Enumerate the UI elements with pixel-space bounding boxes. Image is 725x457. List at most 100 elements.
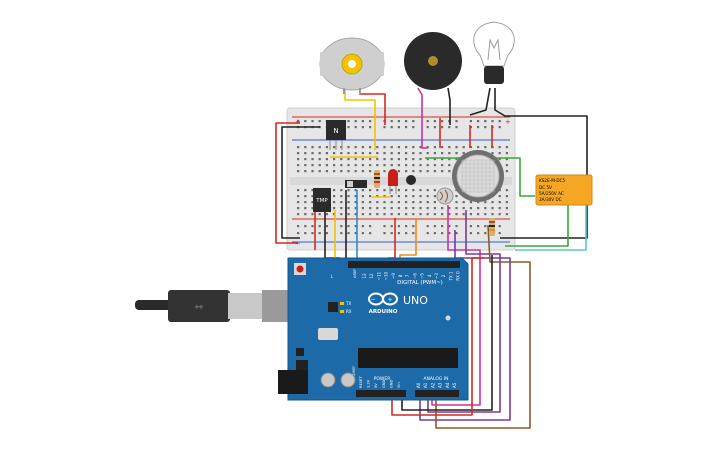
breadboard-hole xyxy=(325,213,328,216)
breadboard-hole xyxy=(304,152,307,155)
digital-pin-label: ~5 xyxy=(420,273,425,279)
breadboard-hole xyxy=(376,195,379,198)
voltage-regulator xyxy=(296,348,304,356)
wire-buzzer-black[interactable] xyxy=(447,87,451,125)
gas-sensor[interactable] xyxy=(452,150,504,202)
breadboard-hole xyxy=(426,225,429,228)
breadboard-hole xyxy=(419,164,422,167)
breadboard-hole xyxy=(390,207,393,210)
breadboard-hole xyxy=(462,213,465,216)
wire-red-5v[interactable] xyxy=(391,257,484,416)
wire-purple-down-2[interactable] xyxy=(419,230,511,421)
usb-port xyxy=(262,290,292,322)
relay-module[interactable]: KS2E-M-DC5 DC 5V 5A/250V AC 3A/30V DC xyxy=(535,174,593,206)
wire-relay-green-bottom[interactable] xyxy=(505,205,569,247)
breadboard-hole xyxy=(433,201,436,204)
wire-relay-cyan[interactable] xyxy=(515,205,587,251)
breadboard-hole xyxy=(390,152,393,155)
breadboard-hole xyxy=(477,201,480,204)
wire-bulb-brown[interactable] xyxy=(469,87,491,116)
wire-rail-red-left[interactable] xyxy=(275,122,300,244)
breadboard-center-channel xyxy=(290,177,512,185)
breadboard-hole xyxy=(405,189,408,192)
breadboard-hole xyxy=(361,164,364,167)
breadboard-hole xyxy=(491,152,494,155)
wire-brown-down[interactable] xyxy=(435,224,531,429)
breadboard-hole xyxy=(369,213,372,216)
breadboard-hole xyxy=(318,170,321,173)
breadboard-hole xyxy=(484,225,487,228)
breadboard-hole xyxy=(318,158,321,161)
breadboard-hole xyxy=(433,189,436,192)
breadboard-hole xyxy=(405,201,408,204)
breadboard-hole xyxy=(412,152,415,155)
breadboard-hole xyxy=(369,126,372,129)
slide-switch[interactable] xyxy=(345,180,367,188)
wire-bulb-black[interactable] xyxy=(494,88,588,239)
red-led[interactable] xyxy=(388,169,398,194)
breadboard-hole xyxy=(426,126,429,129)
breadboard-hole xyxy=(361,170,364,173)
breadboard-hole xyxy=(505,158,508,161)
digital-pin-label: ~3 xyxy=(434,273,439,279)
breadboard-hole xyxy=(484,126,487,129)
breadboard-hole xyxy=(405,195,408,198)
breadboard-hole xyxy=(361,152,364,155)
breadboard-hole xyxy=(491,213,494,216)
breadboard-hole xyxy=(347,152,350,155)
breadboard-hole xyxy=(412,201,415,204)
arduino-brand: ARDUINO xyxy=(369,309,398,315)
breadboard-hole xyxy=(354,170,357,173)
breadboard-hole xyxy=(484,232,487,235)
digital-pin-label: 7 xyxy=(405,274,410,277)
breadboard-hole xyxy=(361,232,364,235)
breadboard-hole xyxy=(333,146,336,149)
breadboard-hole xyxy=(311,170,314,173)
breadboard-hole xyxy=(311,201,314,204)
usb-cable[interactable]: ⇿ xyxy=(135,290,292,322)
resistor-2[interactable] xyxy=(489,218,495,236)
arduino-model: UNO xyxy=(403,294,428,307)
wire-black-gnd[interactable] xyxy=(401,255,493,411)
breadboard-hole xyxy=(455,126,458,129)
breadboard-hole xyxy=(325,170,328,173)
pushbutton[interactable] xyxy=(406,175,416,185)
wire-rail-black-left[interactable] xyxy=(281,126,320,239)
breadboard-hole xyxy=(397,164,400,167)
breadboard-hole xyxy=(304,207,307,210)
breadboard-hole xyxy=(491,207,494,210)
breadboard-hole xyxy=(347,164,350,167)
breadboard-hole xyxy=(448,207,451,210)
piezo-buzzer[interactable] xyxy=(404,32,462,90)
analog-pin-label: A1 xyxy=(423,382,428,388)
breadboard-hole xyxy=(419,146,422,149)
light-bulb[interactable] xyxy=(473,21,515,84)
breadboard-hole xyxy=(397,189,400,192)
power-pin-label: GND xyxy=(389,380,393,388)
analog-header xyxy=(415,390,459,397)
breadboard-hole xyxy=(433,158,436,161)
resistor-1[interactable] xyxy=(374,170,380,188)
breadboard-hole xyxy=(340,225,343,228)
breadboard[interactable]: + + − xyxy=(286,107,516,251)
usb-plug-metal xyxy=(228,293,264,319)
breadboard-hole xyxy=(383,164,386,167)
dc-power-jack[interactable] xyxy=(278,370,308,394)
breadboard-hole xyxy=(333,170,336,173)
breadboard-hole xyxy=(311,225,314,228)
breadboard-hole xyxy=(361,126,364,129)
crystal xyxy=(318,328,338,340)
npn-transistor[interactable]: N xyxy=(326,120,346,150)
breadboard-hole xyxy=(484,201,487,204)
breadboard-hole xyxy=(390,189,393,192)
dc-motor[interactable] xyxy=(319,37,385,94)
temperature-sensor[interactable]: TMP xyxy=(313,188,331,212)
wire-buzzer-magenta[interactable] xyxy=(417,87,428,149)
breadboard-hole xyxy=(412,213,415,216)
wire-magenta-down[interactable] xyxy=(431,205,481,406)
breadboard-hole xyxy=(304,232,307,235)
power-pin-label: Vin xyxy=(397,382,401,388)
photoresistor[interactable] xyxy=(436,187,454,205)
